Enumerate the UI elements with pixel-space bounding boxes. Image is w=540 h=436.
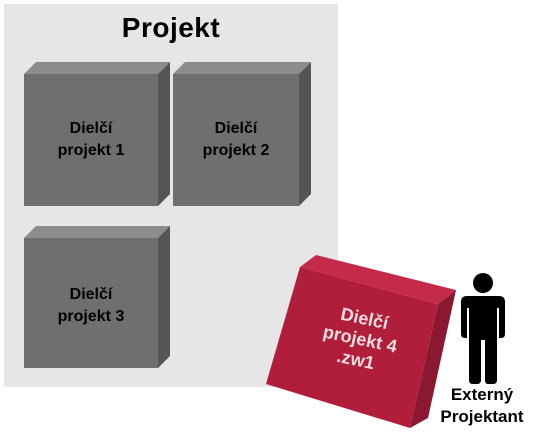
subproject-2-label: Dielčí projekt 2 (173, 118, 299, 162)
subproject-1-label: Dielčí projekt 1 (24, 118, 158, 162)
subproject-2-label-line1: Dielčí (214, 120, 258, 137)
project-title: Projekt (121, 12, 221, 43)
external-designer-label: Externý Projektant (424, 384, 540, 428)
cube-shape (24, 62, 170, 206)
person-icon (461, 273, 505, 384)
subproject-1-block: Dielčí projekt 1 (24, 62, 172, 206)
subproject-1-label-line1: Dielčí (69, 120, 113, 137)
cube-shape (173, 62, 311, 206)
red-cube-shape (266, 255, 456, 428)
subproject-1-label-line2: projekt 1 (57, 142, 125, 159)
cube-shape (24, 226, 170, 368)
subproject-2-label-line2: projekt 2 (202, 142, 270, 159)
subproject-3-block: Dielčí projekt 3 (24, 226, 172, 368)
external-designer-label-line1: Externý (450, 385, 514, 404)
external-designer-label-line2: Projektant (440, 407, 524, 426)
subproject-3-label-line2: projekt 3 (57, 308, 125, 325)
subproject-3-label-line1: Dielčí (69, 286, 113, 303)
subproject-2-block: Dielčí projekt 2 (173, 62, 313, 206)
external-subproject-block (264, 252, 460, 430)
subproject-3-label: Dielčí projekt 3 (24, 284, 158, 328)
